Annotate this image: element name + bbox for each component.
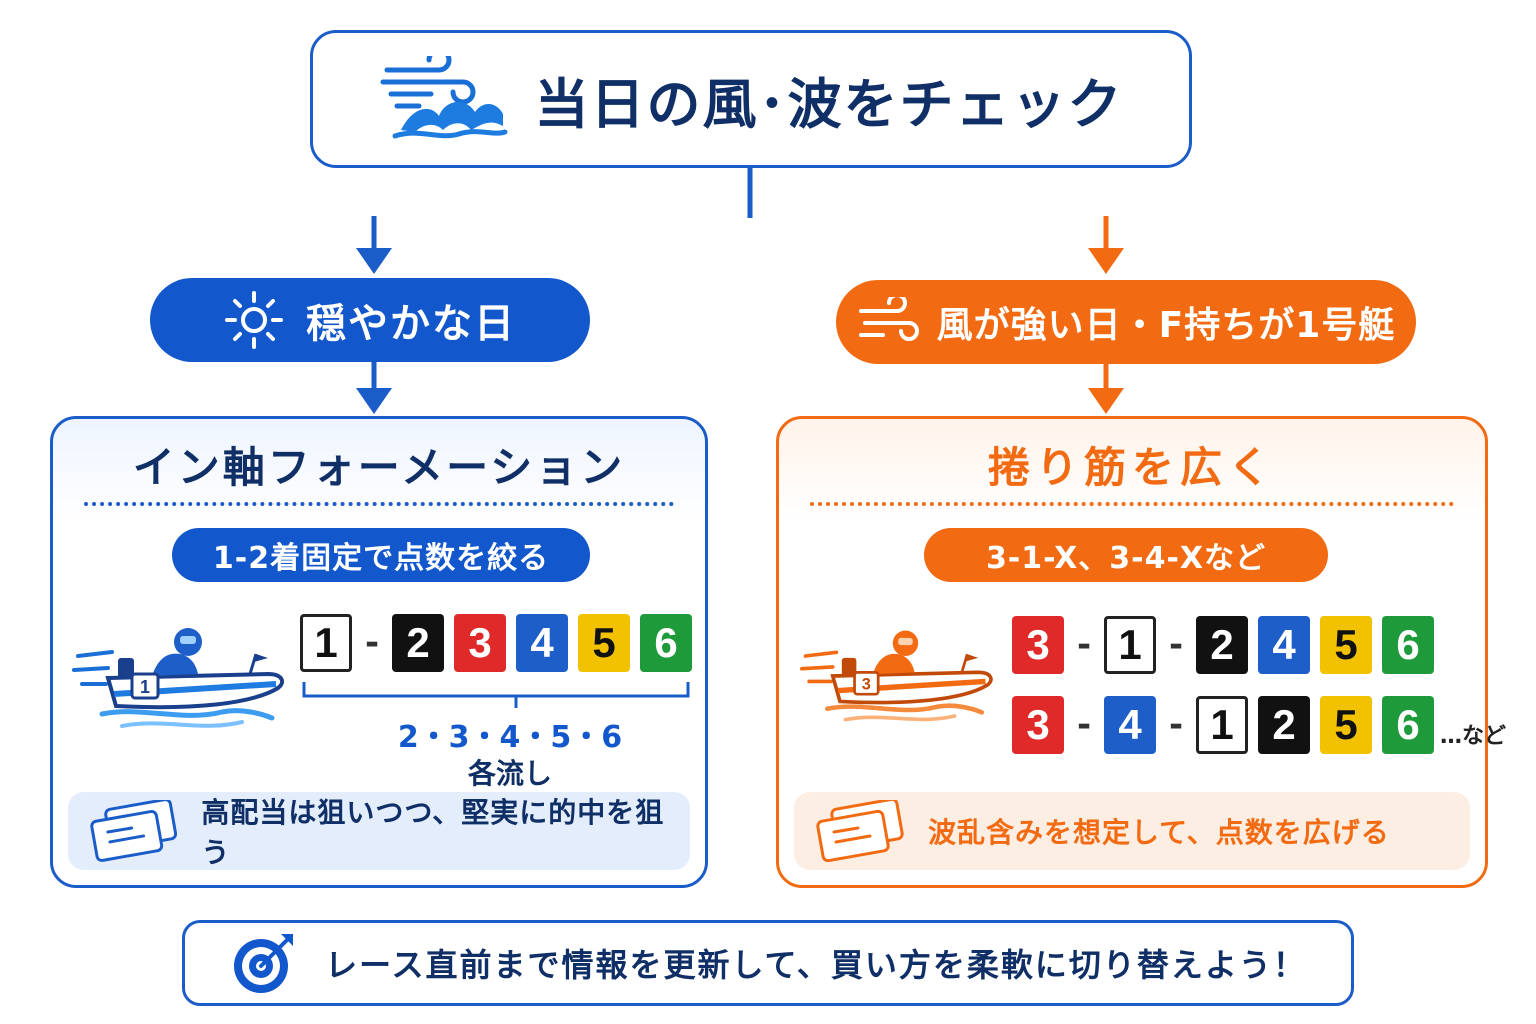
combo-dash: - — [1168, 625, 1184, 665]
flow-label: 各流し — [467, 757, 552, 790]
left-divider — [84, 502, 674, 506]
right-note-box: 波乱含みを想定して、点数を広げる — [794, 792, 1470, 870]
left-combo-row: 1 - 2 3 4 5 6 — [300, 614, 692, 672]
ticket-icon — [90, 800, 178, 862]
chip-1: 1 — [1104, 616, 1156, 674]
windy-day-pill: 風が強い日・F持ちが1号艇 — [836, 280, 1416, 364]
page-title: 当日の風･波をチェック — [534, 72, 1124, 136]
chip-5: 5 — [1320, 616, 1372, 674]
chip-6: 6 — [640, 614, 692, 672]
calm-day-pill: 穏やかな日 — [150, 278, 590, 362]
combo-dash: - — [364, 623, 380, 663]
footer-message: レース直前まで情報を更新して、買い方を柔軟に切り替えよう！ — [325, 946, 1307, 984]
right-detail-pill: 3-1-X、3-4-Xなど — [924, 528, 1328, 582]
makuri-title: 捲り筋を広く — [987, 443, 1276, 492]
right-mid-arrow-head — [1088, 388, 1124, 414]
combo-dash: - — [1076, 625, 1092, 665]
right-note-text: 波乱含みを想定して、点数を広げる — [928, 816, 1390, 849]
boat-3-icon: 3 — [800, 630, 993, 722]
chip-4: 4 — [1258, 616, 1310, 674]
title-box: 当日の風･波をチェック — [310, 30, 1192, 168]
chip-1: 1 — [300, 614, 352, 672]
chip-1: 1 — [1196, 696, 1248, 754]
calm-day-label: 穏やかな日 — [306, 301, 516, 347]
chip-5: 5 — [578, 614, 630, 672]
boat-1-icon: 1 — [72, 628, 285, 728]
chip-6: 6 — [1382, 616, 1434, 674]
target-icon — [234, 934, 294, 993]
right-combo-row-2: 3 - 4 - 1 2 5 6 …など — [1012, 696, 1506, 754]
chip-2: 2 — [1196, 616, 1248, 674]
left-detail-pill: 1-2着固定で点数を絞る — [172, 528, 590, 582]
right-arrow-head — [1088, 248, 1124, 274]
left-mid-arrow-head — [356, 388, 392, 414]
right-combo-row-1: 3 - 1 - 2 4 5 6 — [1012, 616, 1434, 674]
footer-box: レース直前まで情報を更新して、買い方を柔軟に切り替えよう！ — [182, 920, 1354, 1006]
chip-2: 2 — [392, 614, 444, 672]
in-formation-title: イン軸フォーメーション — [132, 443, 626, 492]
combo-dash: - — [1076, 705, 1092, 745]
left-arrow-head — [356, 248, 392, 274]
ticket-icon — [816, 800, 904, 862]
windy-day-label: 風が強い日・F持ちが1号艇 — [936, 305, 1396, 346]
chip-3: 3 — [1012, 616, 1064, 674]
chip-4: 4 — [516, 614, 568, 672]
etc-label: …など — [1440, 724, 1507, 749]
boat-1-number: 1 — [140, 677, 150, 697]
chip-5: 5 — [1320, 696, 1372, 754]
right-divider — [810, 502, 1454, 506]
flow-bracket — [302, 682, 690, 708]
chip-3: 3 — [454, 614, 506, 672]
flow-numbers: 2・3・4・5・6 — [397, 720, 623, 755]
combo-dash: - — [1168, 705, 1184, 745]
sun-icon — [225, 291, 283, 349]
chip-4: 4 — [1104, 696, 1156, 754]
left-note-text: 高配当は狙いつつ、堅実に的中を狙う — [201, 796, 665, 869]
chip-2: 2 — [1258, 696, 1310, 754]
boat-3-number: 3 — [862, 676, 871, 694]
chip-3: 3 — [1012, 696, 1064, 754]
left-note-box: 高配当は狙いつつ、堅実に的中を狙う — [68, 792, 690, 870]
wind-wave-icon — [380, 56, 507, 139]
chip-6: 6 — [1382, 696, 1434, 754]
wind-icon — [858, 297, 919, 341]
